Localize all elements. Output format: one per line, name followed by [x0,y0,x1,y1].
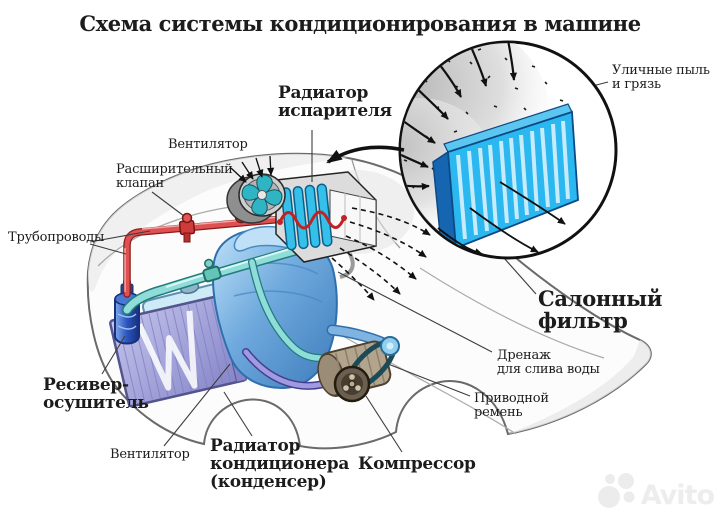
label-evaporator-radiator: Радиатор испарителя [278,84,392,120]
evaporator-assembly [226,171,377,279]
label-pipes: Трубопроводы [8,231,104,245]
label-line: Салонный [538,286,663,311]
watermark-text: Avito [640,480,715,511]
avito-logo-icon [597,473,635,508]
label-line: ремень [474,405,523,420]
page-title: Схема системы кондиционирования в машине [79,11,641,36]
refrigerant-pipe-teal [122,241,324,362]
label-line: Радиатор [210,436,301,456]
cabin-filter-inset [326,40,618,260]
label-line: и грязь [612,77,661,92]
condenser-radiator [109,293,248,408]
label-line: Вентилятор [168,137,248,152]
label-condenser: Радиатор кондиционера (конденсер) [210,437,349,491]
label-line: кондиционера [210,454,350,474]
label-line: клапан [116,176,165,191]
cabin-filter [432,103,579,256]
label-line: Ресивер- [43,375,129,395]
inset-pointer-arrow [326,145,405,164]
label-line: Расширительный [116,162,233,177]
label-line: (конденсер) [210,472,327,492]
label-expansion-valve: Расширительный клапан [116,163,233,191]
label-fan-bottom: Вентилятор [110,448,190,462]
label-line: для слива воды [497,362,600,377]
label-line: испарителя [278,101,392,121]
label-line: Радиатор [278,83,369,103]
label-receiver-dryer: Ресивер- осушитель [43,376,149,412]
label-line: осушитель [43,393,149,413]
coil-red-loop [278,210,346,230]
teal-valve [202,258,222,283]
label-cabin-filter: Салонный фильтр [538,288,662,332]
drain-tube [339,253,355,279]
label-line: Приводной [474,391,549,406]
cool-air-arrows [331,207,431,301]
fan-intake-arrows [230,155,275,183]
expansion-valve [178,212,196,243]
label-line: Вентилятор [110,447,190,462]
label-drive-belt: Приводной ремень [474,392,549,420]
label-line: фильтр [538,308,628,333]
label-line: Уличные пыль [612,63,710,78]
clean-air-arrows [437,181,566,256]
filter-pleats [456,120,570,240]
label-compressor: Компрессор [358,455,476,473]
label-line: Дренаж [497,348,551,363]
evaporator-coils [280,183,333,251]
label-line: Компрессор [358,454,476,474]
compressor [317,324,400,403]
label-fan-top: Вентилятор [168,138,248,152]
label-street-dust: Уличные пыль и грязь [612,64,710,92]
label-drainage: Дренаж для слива воды [497,349,600,377]
avito-watermark: Avito [596,469,715,511]
label-line: Трубопроводы [8,230,105,245]
